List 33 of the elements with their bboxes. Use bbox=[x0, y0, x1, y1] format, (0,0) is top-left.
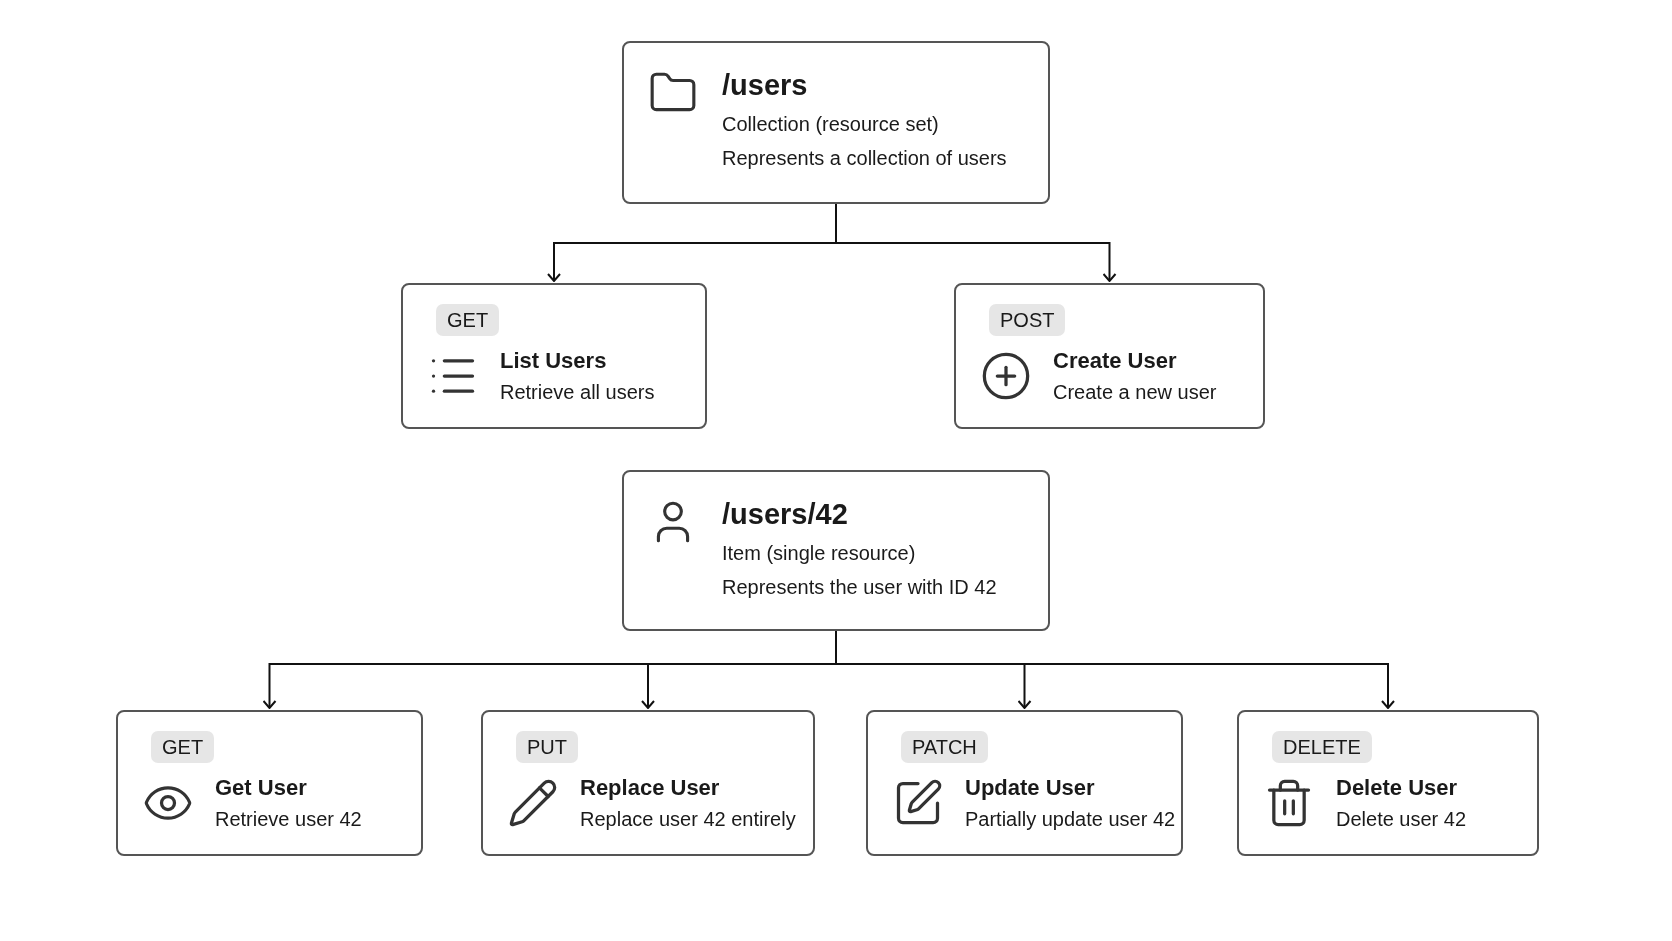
resource-type: Item (single resource) bbox=[722, 541, 917, 566]
endpoint-title: Create User bbox=[1053, 347, 1178, 375]
connector-arrow bbox=[835, 203, 1117, 282]
method-tag: GET bbox=[436, 304, 500, 336]
resource-type: Collection (resource set) bbox=[722, 112, 940, 137]
endpoint-title: List Users bbox=[500, 347, 608, 375]
resource-description: Represents a collection of users bbox=[722, 146, 1008, 171]
method-tag: PATCH bbox=[901, 731, 988, 763]
endpoint-title: Get User bbox=[215, 774, 308, 802]
endpoint-card bbox=[116, 710, 423, 856]
resource-description: Represents the user with ID 42 bbox=[722, 575, 998, 600]
method-tag: GET bbox=[151, 731, 215, 763]
endpoint-card bbox=[481, 710, 815, 856]
endpoint-description: Create a new user bbox=[1053, 380, 1218, 405]
method-tag: DELETE bbox=[1272, 731, 1372, 763]
endpoint-card bbox=[866, 710, 1183, 856]
method-tag: PUT bbox=[516, 731, 578, 763]
resource-path: /users/42 bbox=[722, 497, 849, 532]
endpoint-description: Retrieve all users bbox=[500, 380, 656, 405]
endpoint-description: Retrieve user 42 bbox=[215, 807, 363, 832]
resource-card bbox=[622, 41, 1050, 204]
endpoint-card bbox=[954, 283, 1265, 429]
endpoint-description: Replace user 42 entirely bbox=[580, 807, 797, 832]
resource-card bbox=[622, 470, 1050, 631]
resource-path: /users bbox=[722, 68, 809, 103]
method-tag: POST bbox=[989, 304, 1066, 336]
endpoint-title: Update User bbox=[965, 774, 1096, 802]
endpoint-title: Delete User bbox=[1336, 774, 1459, 802]
endpoint-card bbox=[1237, 710, 1539, 856]
endpoint-card bbox=[401, 283, 707, 429]
endpoint-description: Delete user 42 bbox=[1336, 807, 1468, 832]
endpoint-description: Partially update user 42 bbox=[965, 807, 1173, 832]
endpoint-title: Replace User bbox=[580, 774, 721, 802]
